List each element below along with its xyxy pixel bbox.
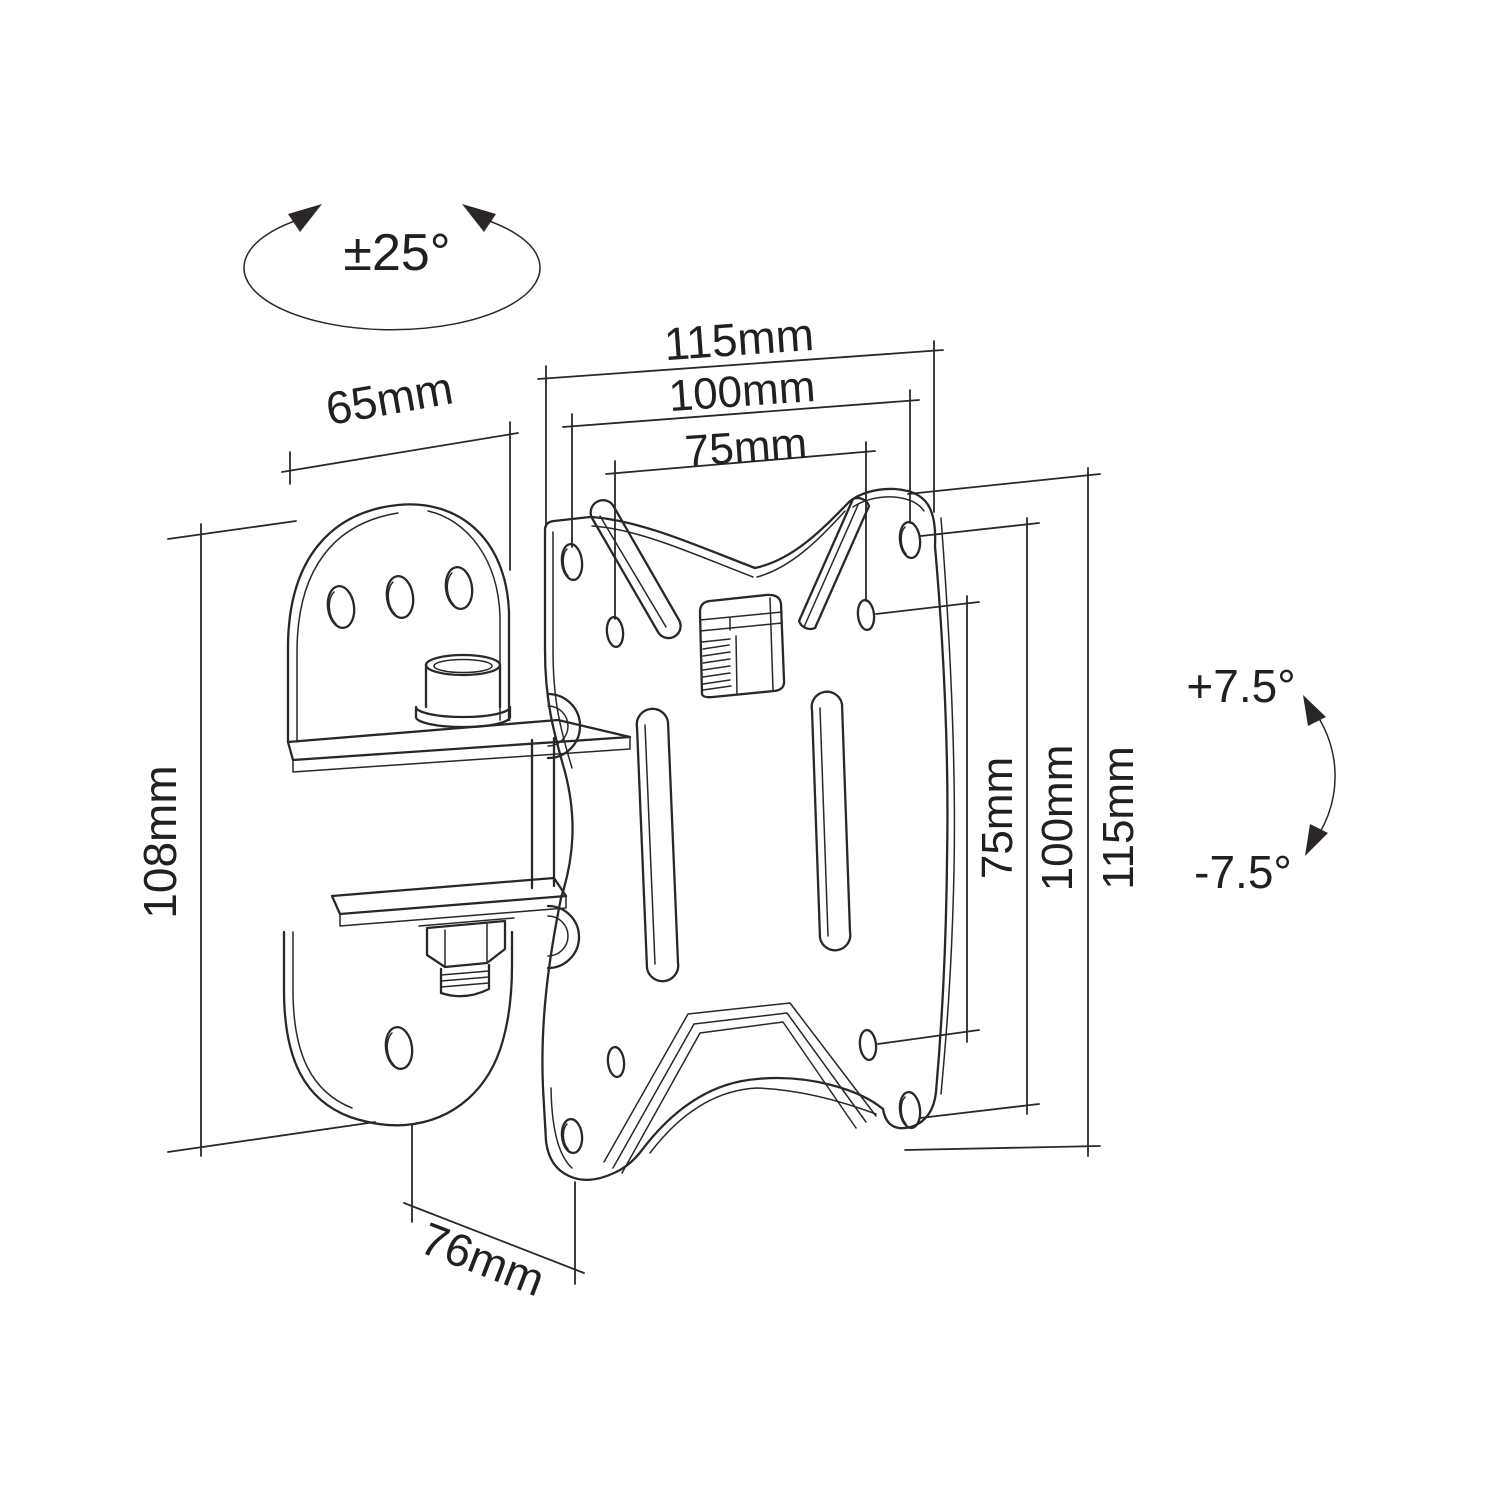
dimension-vesa-width-outer: 115mm: [537, 308, 944, 528]
vesa-plate-drawing: [541, 487, 956, 1181]
dim-label-108mm: 108mm: [134, 765, 186, 918]
dimension-vesa-height-mid: 100mm: [919, 517, 1082, 1119]
dim-label-top-75mm: 75mm: [683, 419, 808, 476]
swivel-arc: [243, 216, 541, 331]
tilt-arrow-up-icon: [1303, 695, 1326, 726]
dimension-wall-bracket-width: 65mm: [281, 362, 519, 571]
dim-label-tilt-up: +7.5°: [1186, 660, 1295, 712]
dimension-wall-plate-height: 108mm: [134, 520, 376, 1157]
dim-label-tilt-down: -7.5°: [1194, 846, 1292, 898]
dim-label-swivel: ±25°: [343, 224, 450, 282]
swivel-range-indicator: ±25°: [243, 204, 541, 331]
wall-plate-drawing: [282, 503, 632, 1127]
dimension-vesa-width-inner: 75mm: [605, 419, 876, 620]
swivel-arrow-left-icon: [288, 204, 322, 232]
dim-label-65mm: 65mm: [322, 362, 457, 435]
dim-label-top-115mm: 115mm: [662, 308, 815, 370]
swivel-arrow-right-icon: [462, 204, 496, 232]
dim-label-top-100mm: 100mm: [667, 362, 817, 421]
dim-label-right-115mm: 115mm: [1094, 746, 1143, 889]
tilt-range-indicator: +7.5° -7.5°: [1186, 660, 1336, 898]
dim-label-right-75mm: 75mm: [973, 757, 1022, 879]
dimension-mount-depth: 76mm: [403, 1123, 585, 1306]
dimension-vesa-height-inner: 75mm: [875, 595, 1022, 1045]
dim-label-right-100mm: 100mm: [1033, 745, 1082, 892]
hinge-drawing: [546, 692, 582, 970]
tilt-arrow-down-icon: [1305, 824, 1328, 856]
dim-label-76mm: 76mm: [414, 1212, 552, 1306]
dimension-vesa-height-outer: 115mm: [904, 467, 1143, 1157]
dimension-vesa-width-mid: 100mm: [562, 362, 920, 548]
